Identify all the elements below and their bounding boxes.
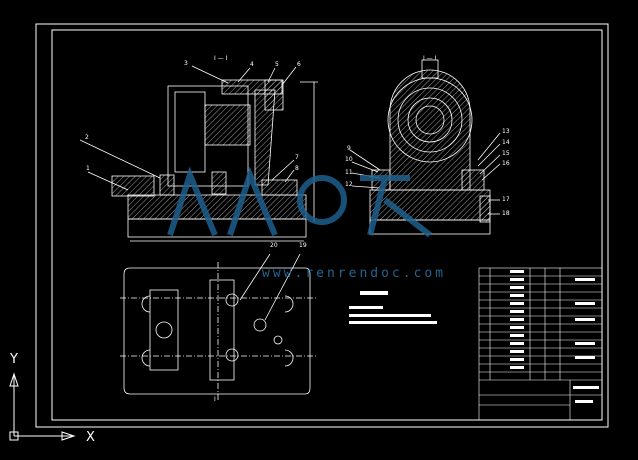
part-number-7: 7 <box>295 154 299 161</box>
part-number-14: 14 <box>502 139 510 146</box>
part-number-1: 1 <box>86 165 90 172</box>
title-block <box>478 267 603 421</box>
part-number-6: 6 <box>297 61 301 68</box>
part-number-20: 20 <box>270 242 278 249</box>
side-view-heading: I — I <box>423 55 437 62</box>
part-number-2: 2 <box>85 134 89 141</box>
title-block-fill <box>510 270 599 403</box>
front-view-heading: I — I <box>214 55 228 62</box>
part-number-17: 17 <box>502 196 510 203</box>
part-number-16: 16 <box>502 160 510 167</box>
watermark-url: www.renrendoc.com <box>262 266 447 281</box>
front-section-view <box>79 65 318 242</box>
plan-view-heading: I <box>214 396 216 403</box>
ucs-y-label: Y <box>10 352 18 367</box>
sheet-inner-border <box>51 29 603 421</box>
sheet-outer-border <box>35 23 609 428</box>
ucs-x-label: X <box>86 430 95 445</box>
part-number-13: 13 <box>502 128 510 135</box>
part-number-15: 15 <box>502 150 510 157</box>
part-number-3: 3 <box>184 60 188 67</box>
part-number-4: 4 <box>250 61 254 68</box>
side-section-view <box>349 59 501 235</box>
part-number-8: 8 <box>295 165 299 172</box>
part-number-12: 12 <box>345 181 353 188</box>
watermark-logo <box>167 166 432 238</box>
part-number-10: 10 <box>345 156 353 163</box>
ucs-icon <box>9 372 76 441</box>
technical-notes <box>349 291 437 324</box>
part-number-11: 11 <box>345 169 353 176</box>
part-number-18: 18 <box>502 210 510 217</box>
plan-view <box>120 253 318 400</box>
part-number-5: 5 <box>275 61 279 68</box>
part-number-9: 9 <box>347 145 351 152</box>
part-number-19: 19 <box>299 242 307 249</box>
